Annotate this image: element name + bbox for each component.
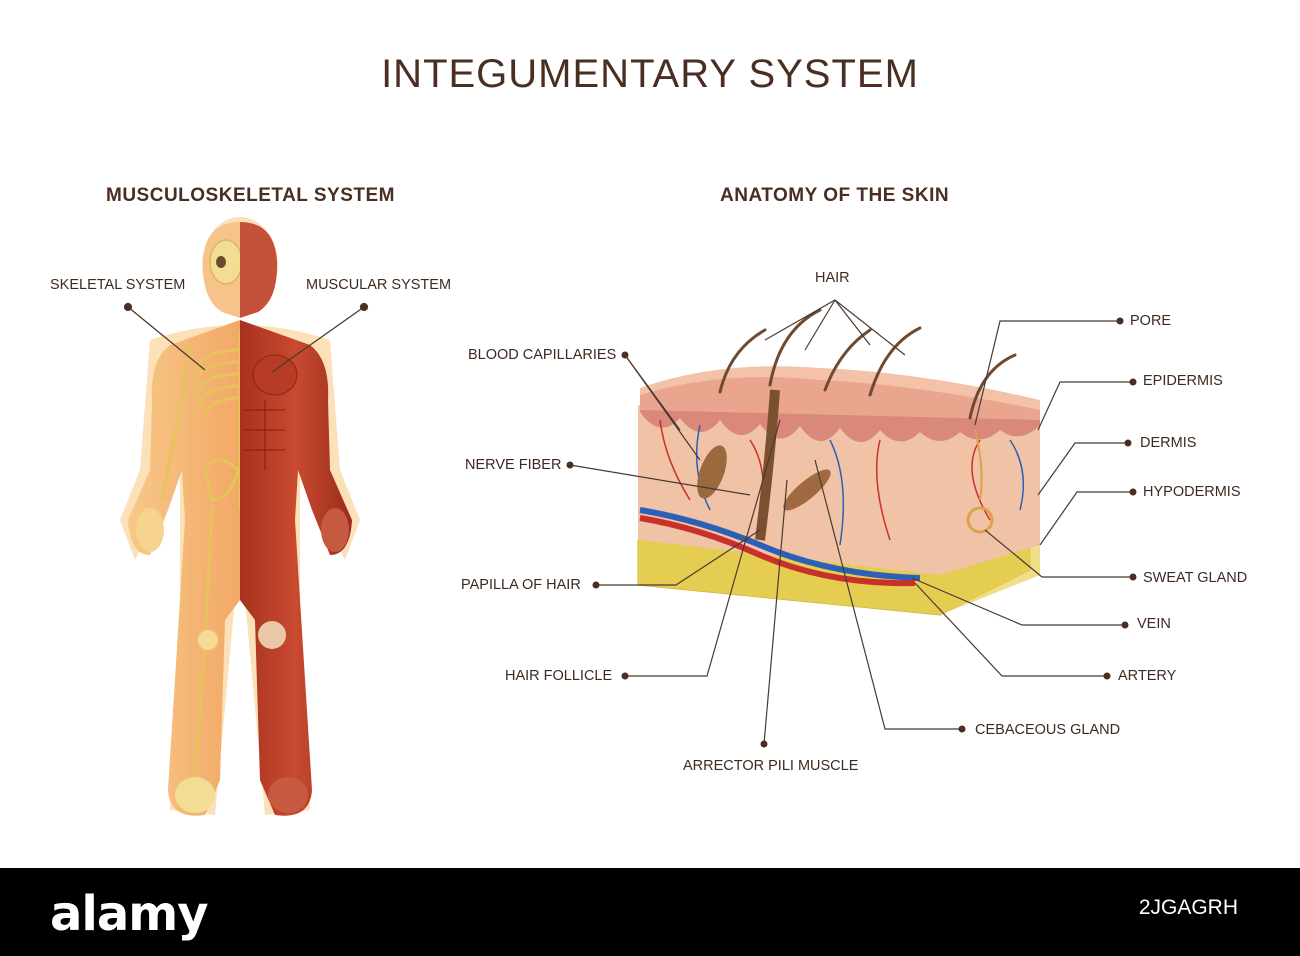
alamy-logo: alamy (50, 886, 209, 942)
label-pore: PORE (1130, 313, 1172, 329)
label-skeletal-system: SKELETAL SYSTEM (50, 277, 186, 293)
label-epidermis: EPIDERMIS (1143, 373, 1223, 389)
label-blood-capillaries: BLOOD CAPILLARIES (468, 347, 617, 363)
label-muscular-system: MUSCULAR SYSTEM (306, 277, 452, 293)
label-hair-follicle: HAIR FOLLICLE (505, 668, 613, 684)
skin-anatomy-heading: ANATOMY OF THE SKIN (720, 185, 950, 206)
label-hair: HAIR (815, 270, 850, 286)
label-cebaceous-gland: CEBACEOUS GLAND (975, 722, 1121, 738)
muscular-half (240, 222, 352, 816)
page-title: INTEGUMENTARY SYSTEM (381, 52, 919, 96)
label-hypodermis: HYPODERMIS (1143, 484, 1241, 500)
image-code: 2JGAGRH (1138, 896, 1238, 919)
label-dermis: DERMIS (1140, 435, 1197, 451)
label-papilla-of-hair: PAPILLA OF HAIR (461, 577, 581, 593)
label-vein: VEIN (1137, 616, 1171, 632)
label-arrector-pili-muscle: ARRECTOR PILI MUSCLE (683, 758, 859, 774)
musculoskeletal-heading: MUSCULOSKELETAL SYSTEM (106, 185, 395, 206)
label-sweat-gland: SWEAT GLAND (1143, 570, 1248, 586)
label-artery: ARTERY (1118, 668, 1177, 684)
label-nerve-fiber: NERVE FIBER (465, 457, 562, 473)
watermark-bar (0, 868, 1300, 956)
